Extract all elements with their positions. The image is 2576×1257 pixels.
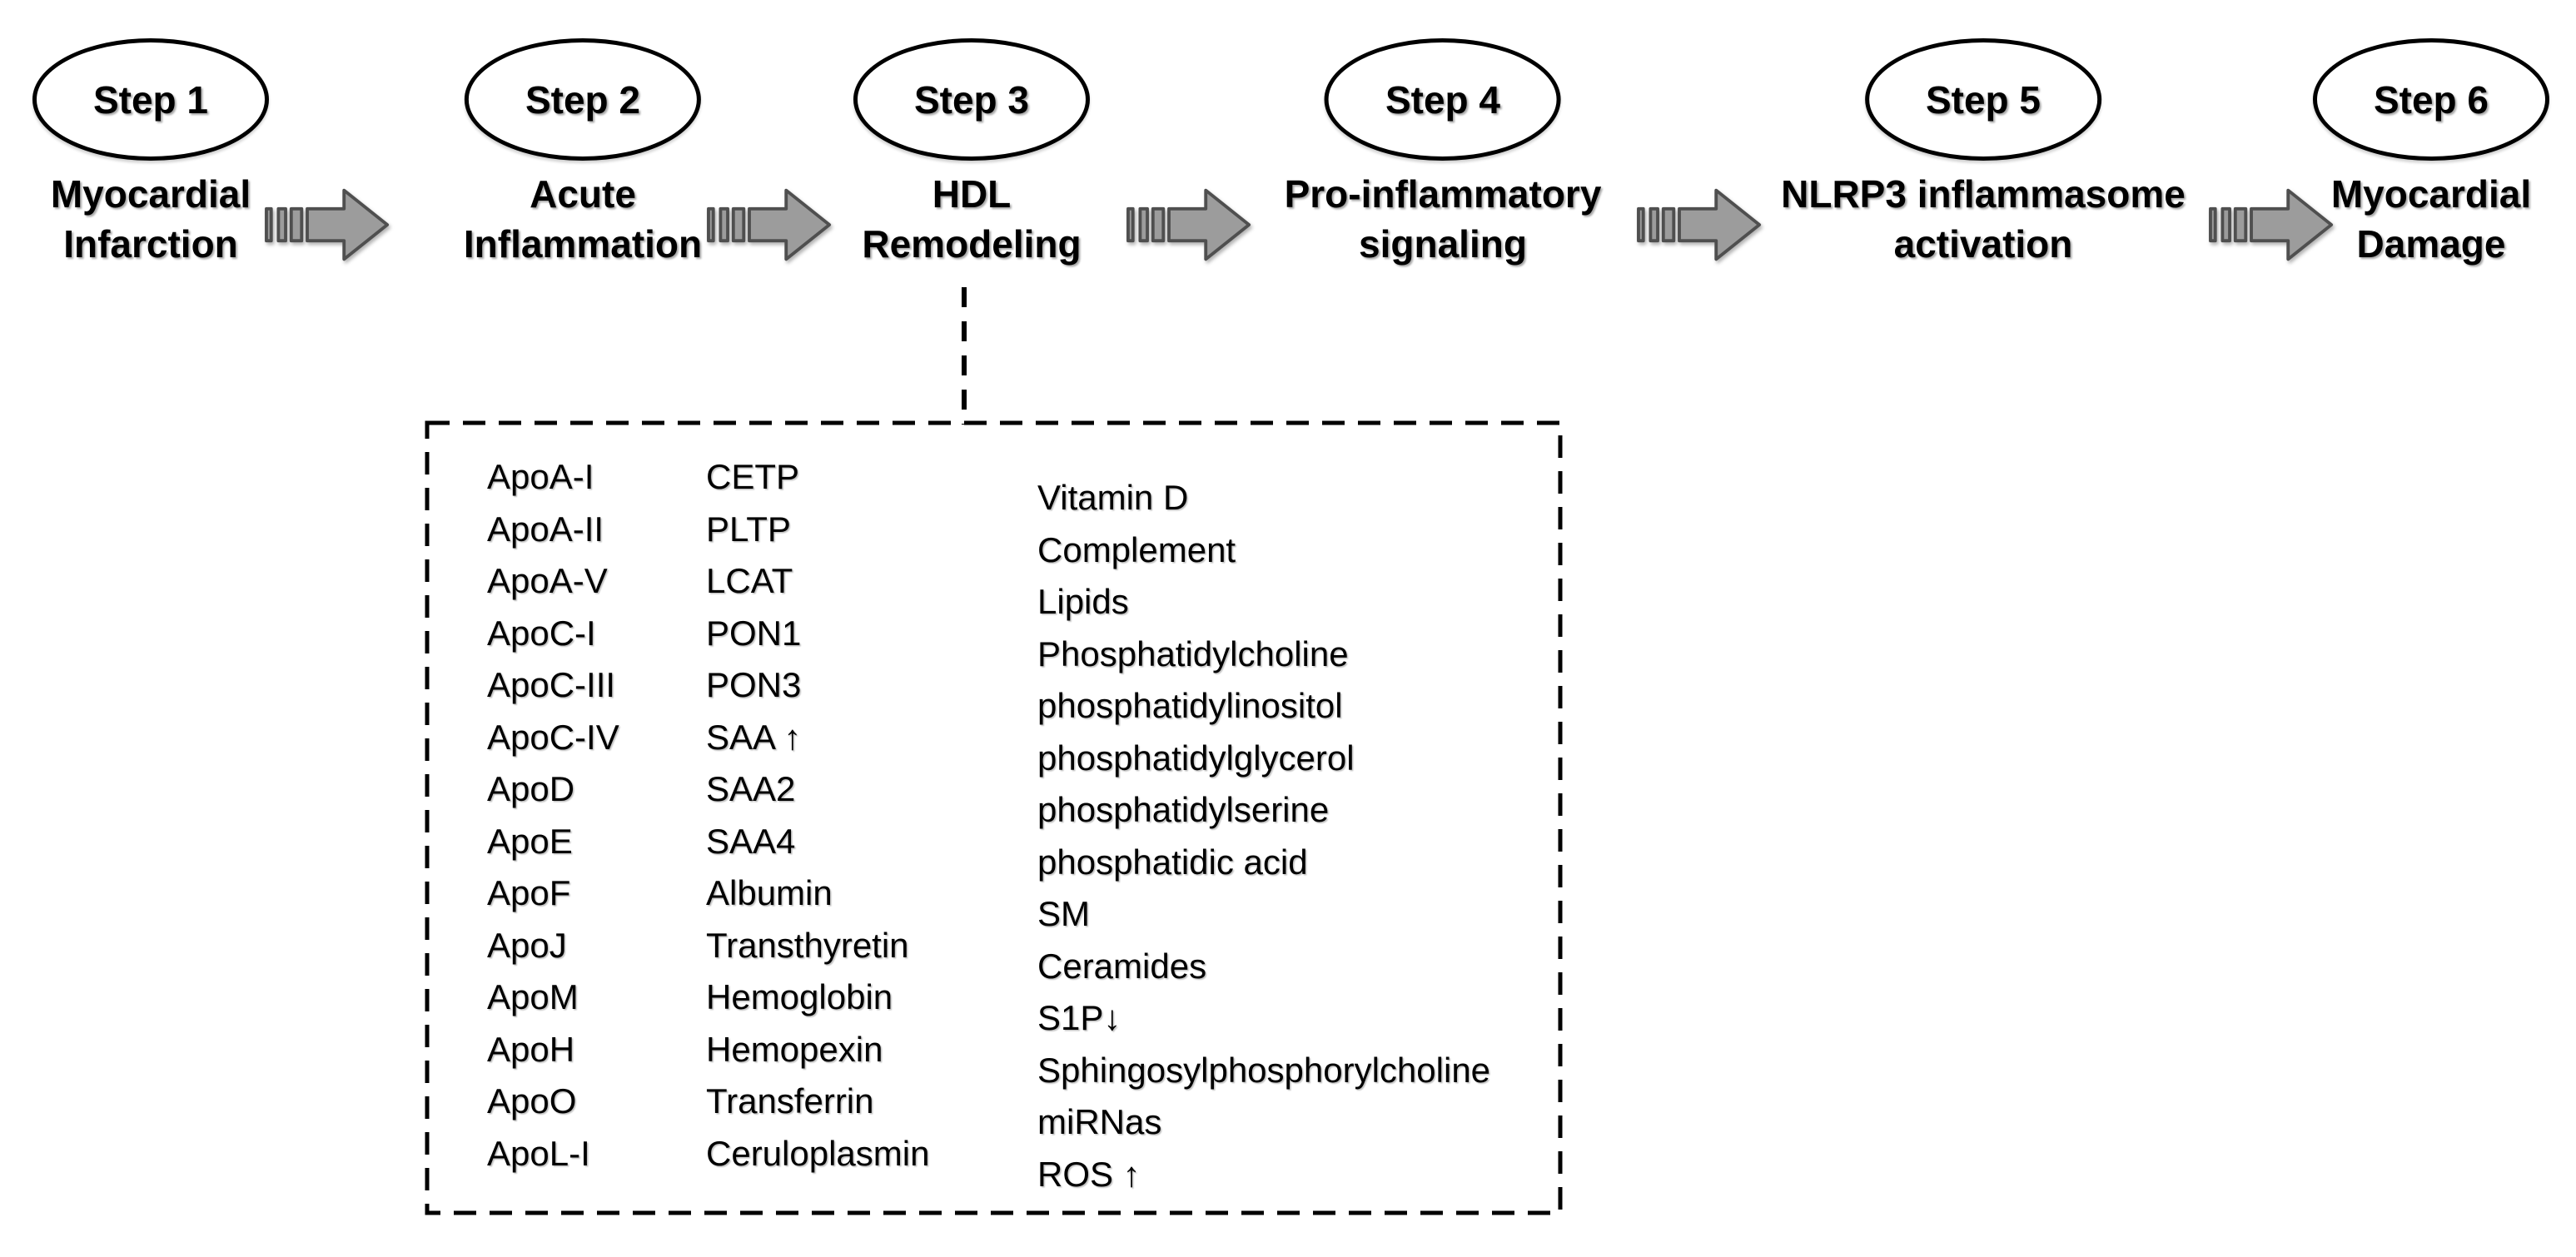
step-4-badge-text: Step 4 [1385,77,1501,122]
step-5-group: Step 5 NLRP3 inflammasome activation [1781,38,2186,269]
list-item: ApoH [487,1029,575,1069]
list-item: S1P↓ [1037,998,1121,1037]
list-item: LCAT [706,561,793,600]
list-item: ApoC-IV [487,717,619,757]
list-item: PON1 [706,613,802,653]
list-item: ApoL-I [487,1133,590,1173]
panel-dashed-border [425,420,1563,1215]
list-item: SM [1037,894,1090,933]
list-item: ApoJ [487,925,567,965]
step-5-badge: Step 5 [1864,38,2101,161]
striped-arrow-icon [262,183,394,266]
striped-arrow-icon [704,183,836,266]
list-item: phosphatidic acid [1037,842,1308,882]
list-item: ApoD [487,769,575,808]
step-6-badge-text: Step 6 [2373,77,2489,122]
step-3-label: HDL Remodeling [862,172,1082,266]
step-1-badge: Step 1 [32,38,269,161]
apolipoproteins-list: ApoA-I ApoA-II ApoA-V ApoC-I ApoC-III ApoC-IV… [487,451,619,1180]
list-item: ApoF [487,873,571,912]
list-item: Hemopexin [706,1029,883,1069]
list-item: Transferrin [706,1081,874,1120]
step-5-badge-text: Step 5 [1925,77,2041,122]
list-item: Albumin [706,873,833,912]
list-item: ApoA-I [487,457,594,496]
step-5-label: NLRP3 inflammasome activation [1781,172,2186,266]
list-item: ApoC-I [487,613,596,653]
list-item: PON3 [706,665,802,704]
step-6-group: Step 6 Myocardial Damage [2313,38,2549,269]
step-2-badge-text: Step 2 [525,77,641,122]
list-item: Vitamin D [1037,478,1189,517]
step-1-badge-text: Step 1 [92,77,209,122]
step-2-group: Step 2 Acute Inflammation [464,38,702,269]
list-item: Hemoglobin [706,977,893,1016]
list-item: Ceramides [1037,946,1207,986]
list-item: ApoM [487,977,579,1016]
step-1-label: Myocardial Infarction [50,172,251,266]
list-item: CETP [706,457,800,496]
list-item: SAA4 [706,821,796,861]
list-item: Phosphatidylcholine [1037,633,1349,673]
step-2-badge: Step 2 [465,38,701,161]
list-item: phosphatidylinositol [1037,686,1343,725]
list-item: phosphatidylglycerol [1037,738,1355,778]
list-item: phosphatidylserine [1037,790,1330,829]
striped-arrow-icon [2206,183,2338,266]
connector-dashed-line [947,287,981,425]
striped-arrow-icon [1124,183,1256,266]
step-3-badge: Step 3 [853,38,1090,161]
list-item: ApoA-II [487,509,604,549]
striped-arrow-icon [1634,183,1766,266]
step-4-badge: Step 4 [1324,38,1561,161]
step-2-label: Acute Inflammation [463,172,703,266]
step-1-group: Step 1 Myocardial Infarction [32,38,269,269]
step-4-group: Step 4 Pro-inflammatory signaling [1284,38,1602,269]
step-3-badge-text: Step 3 [913,77,1030,122]
hdl-remodeling-panel: ApoA-I ApoA-II ApoA-V ApoC-I ApoC-III ApoC-IV… [425,420,1563,1215]
list-item: Lipids [1037,582,1129,621]
list-item: ROS ↑ [1037,1154,1141,1194]
list-item: miRNas [1037,1102,1162,1141]
step-6-badge: Step 6 [2313,38,2549,161]
list-item: ApoC-III [487,665,616,704]
list-item: Ceruloplasmin [706,1133,930,1173]
list-item: ApoA-V [487,561,608,600]
list-item: Transthyretin [706,925,909,965]
list-item: SAA ↑ [706,717,802,757]
step-4-label: Pro-inflammatory signaling [1284,172,1602,266]
step-6-label: Myocardial Damage [2330,172,2532,266]
list-item: ApoO [487,1081,577,1120]
list-item: ApoE [487,821,573,861]
list-item: SAA2 [706,769,796,808]
step-3-group: Step 3 HDL Remodeling [853,38,1090,269]
list-item: PLTP [706,509,791,549]
list-item: Complement [1037,529,1236,569]
list-item: Sphingosylphosphorylcholine [1037,1050,1491,1090]
